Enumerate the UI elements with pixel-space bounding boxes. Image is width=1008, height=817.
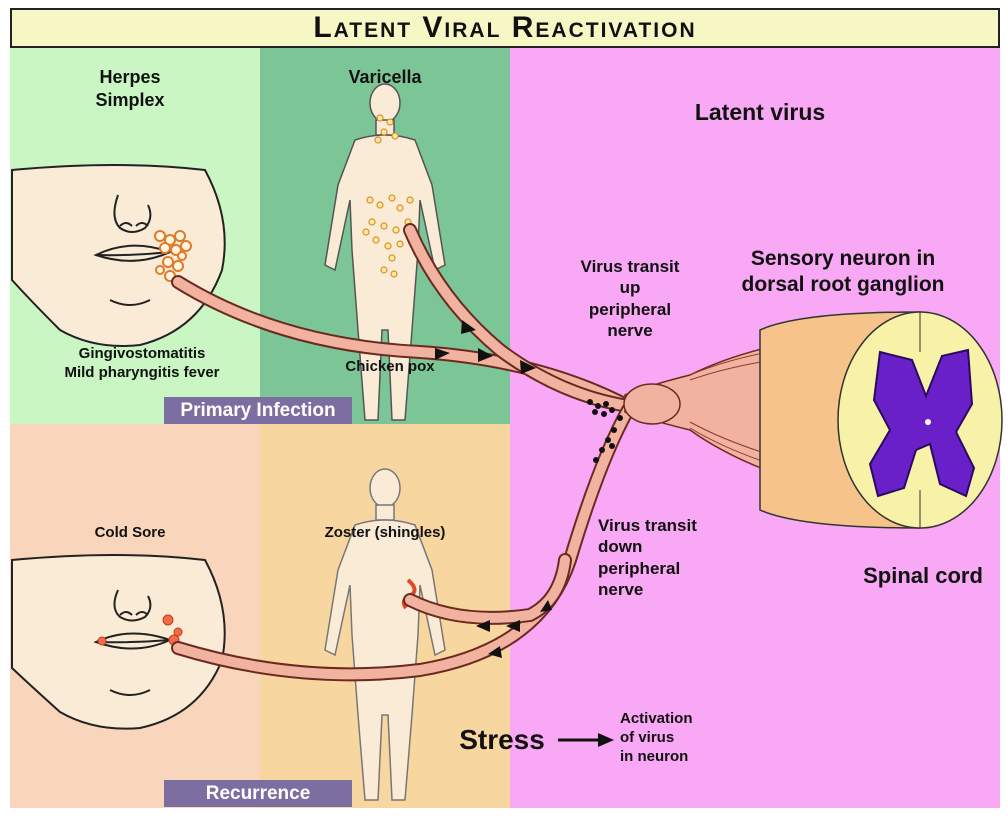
gingivostomatitis-label: Gingivostomatitis Mild pharyngitis fever: [22, 345, 262, 383]
recurrence-face-illustration: [12, 555, 225, 729]
stress-arrow-icon: [558, 733, 614, 747]
zoster-body-illustration: [325, 469, 445, 800]
herpes-simplex-label: Herpes Simplex: [70, 66, 190, 111]
stress-label: Stress: [452, 722, 552, 757]
chicken-pox-label: Chicken pox: [330, 358, 450, 377]
sensory-neuron-label: Sensory neuron in dorsal root ganglion: [718, 246, 968, 299]
activation-label: Activation of virus in neuron: [620, 710, 720, 766]
primary-infection-badge: Primary Infection: [164, 397, 352, 424]
recurrence-badge: Recurrence: [164, 780, 352, 807]
spinal-cord-label: Spinal cord: [848, 562, 998, 590]
latent-virus-label: Latent virus: [660, 98, 860, 127]
varicella-label: Varicella: [330, 66, 440, 89]
spinal-cord-illustration: [760, 312, 1002, 528]
zoster-label: Zoster (shingles): [310, 524, 460, 543]
primary-face-illustration: [12, 165, 225, 346]
virus-transit-down-label: Virus transit down peripheral nerve: [598, 515, 748, 600]
virus-transit-up-label: Virus transit up peripheral nerve: [565, 256, 695, 341]
cold-sore-label: Cold Sore: [70, 524, 190, 543]
